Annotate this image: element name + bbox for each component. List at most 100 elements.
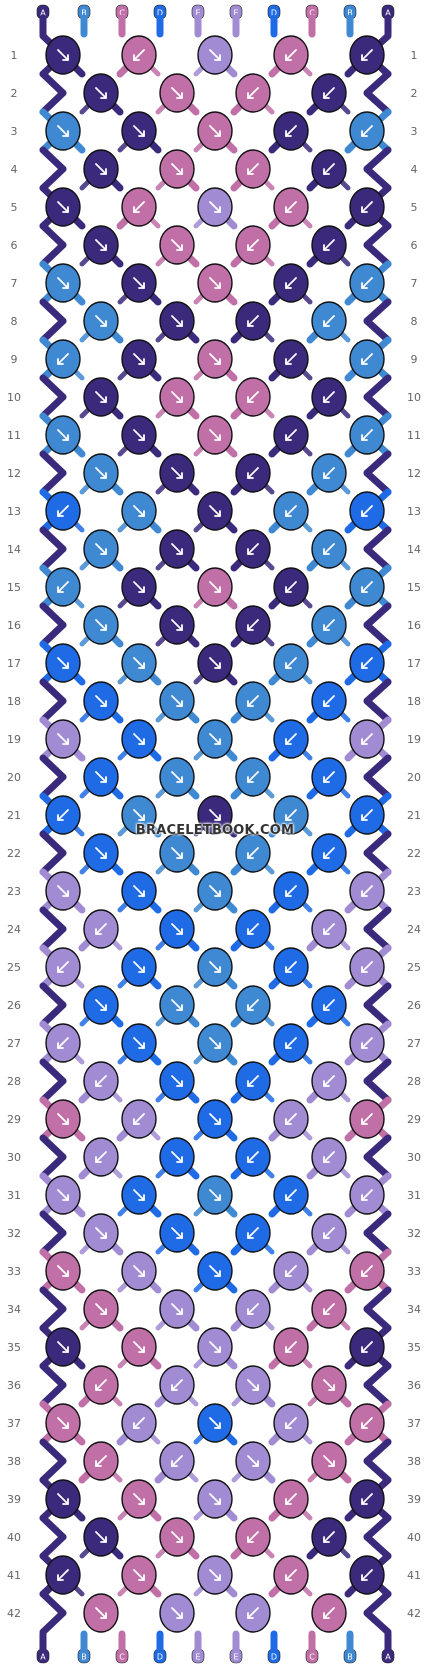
- knot[interactable]: [197, 643, 233, 683]
- knot[interactable]: [349, 1403, 385, 1443]
- knot[interactable]: [273, 491, 309, 531]
- knot[interactable]: [235, 453, 271, 493]
- knot[interactable]: [83, 149, 119, 189]
- knot[interactable]: [83, 681, 119, 721]
- knot[interactable]: [197, 795, 233, 835]
- knot[interactable]: [197, 567, 233, 607]
- knot[interactable]: [349, 795, 385, 835]
- knot[interactable]: [121, 1555, 157, 1595]
- knot[interactable]: [349, 947, 385, 987]
- knot[interactable]: [311, 453, 347, 493]
- knot[interactable]: [121, 263, 157, 303]
- knot[interactable]: [121, 491, 157, 531]
- knot[interactable]: [159, 1061, 195, 1101]
- knot[interactable]: [235, 1365, 271, 1405]
- knot[interactable]: [159, 1593, 195, 1633]
- knot[interactable]: [235, 1441, 271, 1481]
- knot[interactable]: [83, 985, 119, 1025]
- knot[interactable]: [273, 719, 309, 759]
- knot[interactable]: [45, 263, 81, 303]
- knot[interactable]: [273, 1555, 309, 1595]
- knot[interactable]: [159, 453, 195, 493]
- knot[interactable]: [235, 73, 271, 113]
- knot[interactable]: [311, 529, 347, 569]
- knot[interactable]: [235, 1289, 271, 1329]
- knot[interactable]: [45, 643, 81, 683]
- knot[interactable]: [311, 681, 347, 721]
- knot[interactable]: [273, 1175, 309, 1215]
- knot[interactable]: [83, 1441, 119, 1481]
- knot[interactable]: [159, 757, 195, 797]
- knot[interactable]: [83, 225, 119, 265]
- knot[interactable]: [159, 909, 195, 949]
- knot[interactable]: [349, 339, 385, 379]
- knot[interactable]: [121, 719, 157, 759]
- knot[interactable]: [159, 1365, 195, 1405]
- knot[interactable]: [349, 1099, 385, 1139]
- knot[interactable]: [235, 909, 271, 949]
- knot[interactable]: [235, 1061, 271, 1101]
- knot[interactable]: [349, 35, 385, 75]
- knot[interactable]: [121, 111, 157, 151]
- knot[interactable]: [349, 1175, 385, 1215]
- knot[interactable]: [273, 263, 309, 303]
- knot[interactable]: [273, 795, 309, 835]
- knot[interactable]: [197, 187, 233, 227]
- knot[interactable]: [273, 567, 309, 607]
- knot[interactable]: [159, 1213, 195, 1253]
- knot[interactable]: [273, 1251, 309, 1291]
- knot[interactable]: [311, 605, 347, 645]
- knot[interactable]: [159, 985, 195, 1025]
- knot[interactable]: [121, 415, 157, 455]
- knot[interactable]: [197, 1099, 233, 1139]
- knot[interactable]: [45, 871, 81, 911]
- knot[interactable]: [121, 1023, 157, 1063]
- knot[interactable]: [159, 833, 195, 873]
- knot[interactable]: [349, 187, 385, 227]
- knot[interactable]: [45, 947, 81, 987]
- knot[interactable]: [311, 833, 347, 873]
- knot[interactable]: [311, 1213, 347, 1253]
- knot[interactable]: [273, 871, 309, 911]
- knot[interactable]: [197, 719, 233, 759]
- knot[interactable]: [197, 1403, 233, 1443]
- knot[interactable]: [273, 1403, 309, 1443]
- knot[interactable]: [45, 1327, 81, 1367]
- knot[interactable]: [121, 567, 157, 607]
- knot[interactable]: [311, 909, 347, 949]
- knot[interactable]: [45, 719, 81, 759]
- knot[interactable]: [159, 225, 195, 265]
- knot[interactable]: [311, 377, 347, 417]
- knot[interactable]: [349, 263, 385, 303]
- knot[interactable]: [83, 1213, 119, 1253]
- knot[interactable]: [83, 909, 119, 949]
- knot[interactable]: [45, 187, 81, 227]
- knot[interactable]: [235, 833, 271, 873]
- knot[interactable]: [121, 1327, 157, 1367]
- knot[interactable]: [45, 795, 81, 835]
- knot[interactable]: [83, 1137, 119, 1177]
- knot[interactable]: [159, 1517, 195, 1557]
- knot[interactable]: [235, 1137, 271, 1177]
- knot[interactable]: [197, 1327, 233, 1367]
- knot[interactable]: [83, 1289, 119, 1329]
- knot[interactable]: [159, 149, 195, 189]
- knot[interactable]: [83, 833, 119, 873]
- knot[interactable]: [83, 1517, 119, 1557]
- knot[interactable]: [45, 1555, 81, 1595]
- knot[interactable]: [159, 377, 195, 417]
- knot[interactable]: [45, 111, 81, 151]
- knot[interactable]: [159, 301, 195, 341]
- knot[interactable]: [235, 225, 271, 265]
- knot[interactable]: [159, 1137, 195, 1177]
- knot[interactable]: [197, 947, 233, 987]
- knot[interactable]: [349, 1251, 385, 1291]
- knot[interactable]: [235, 757, 271, 797]
- knot[interactable]: [197, 871, 233, 911]
- knot[interactable]: [121, 35, 157, 75]
- knot[interactable]: [83, 73, 119, 113]
- knot[interactable]: [311, 1593, 347, 1633]
- knot[interactable]: [311, 1365, 347, 1405]
- knot[interactable]: [273, 1479, 309, 1519]
- knot[interactable]: [235, 1593, 271, 1633]
